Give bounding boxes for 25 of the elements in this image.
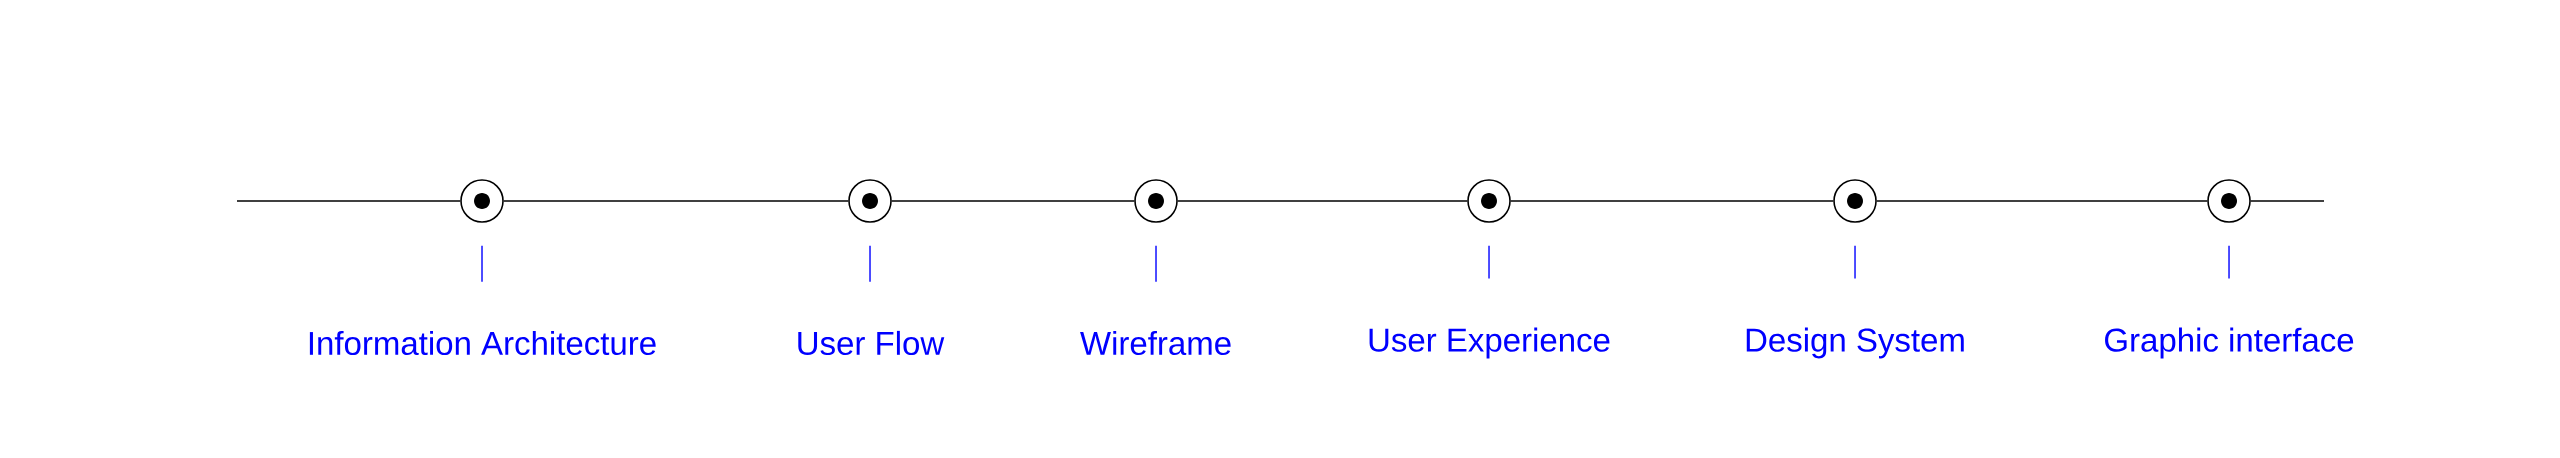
timeline-line xyxy=(503,200,849,202)
milestone-marker xyxy=(460,179,504,223)
timeline-line xyxy=(1177,200,1468,202)
timeline-line xyxy=(2250,200,2325,202)
milestone-marker xyxy=(2207,179,2251,223)
tick-line xyxy=(481,245,483,283)
tick-line xyxy=(1155,245,1157,283)
stage-label: User Experience xyxy=(1369,327,1610,359)
stage-label: Design System xyxy=(1746,327,1964,359)
timeline-line xyxy=(891,200,1135,202)
timeline-line xyxy=(1876,200,2208,202)
stage-label: Graphic interface xyxy=(2105,327,2354,359)
milestone-marker xyxy=(1467,179,1511,223)
timeline-line xyxy=(1510,200,1834,202)
tick-line xyxy=(1854,245,1856,280)
milestone-marker xyxy=(1134,179,1178,223)
stage-label: Wireframe xyxy=(1080,330,1231,356)
stage-label: Information Architecture xyxy=(309,330,656,356)
timeline-line xyxy=(236,200,461,202)
tick-line xyxy=(2228,245,2230,280)
tick-line xyxy=(869,245,871,283)
stage-label: User Flow xyxy=(798,330,945,356)
milestone-marker xyxy=(1833,179,1877,223)
tick-line xyxy=(1488,245,1490,280)
milestone-marker xyxy=(848,179,892,223)
